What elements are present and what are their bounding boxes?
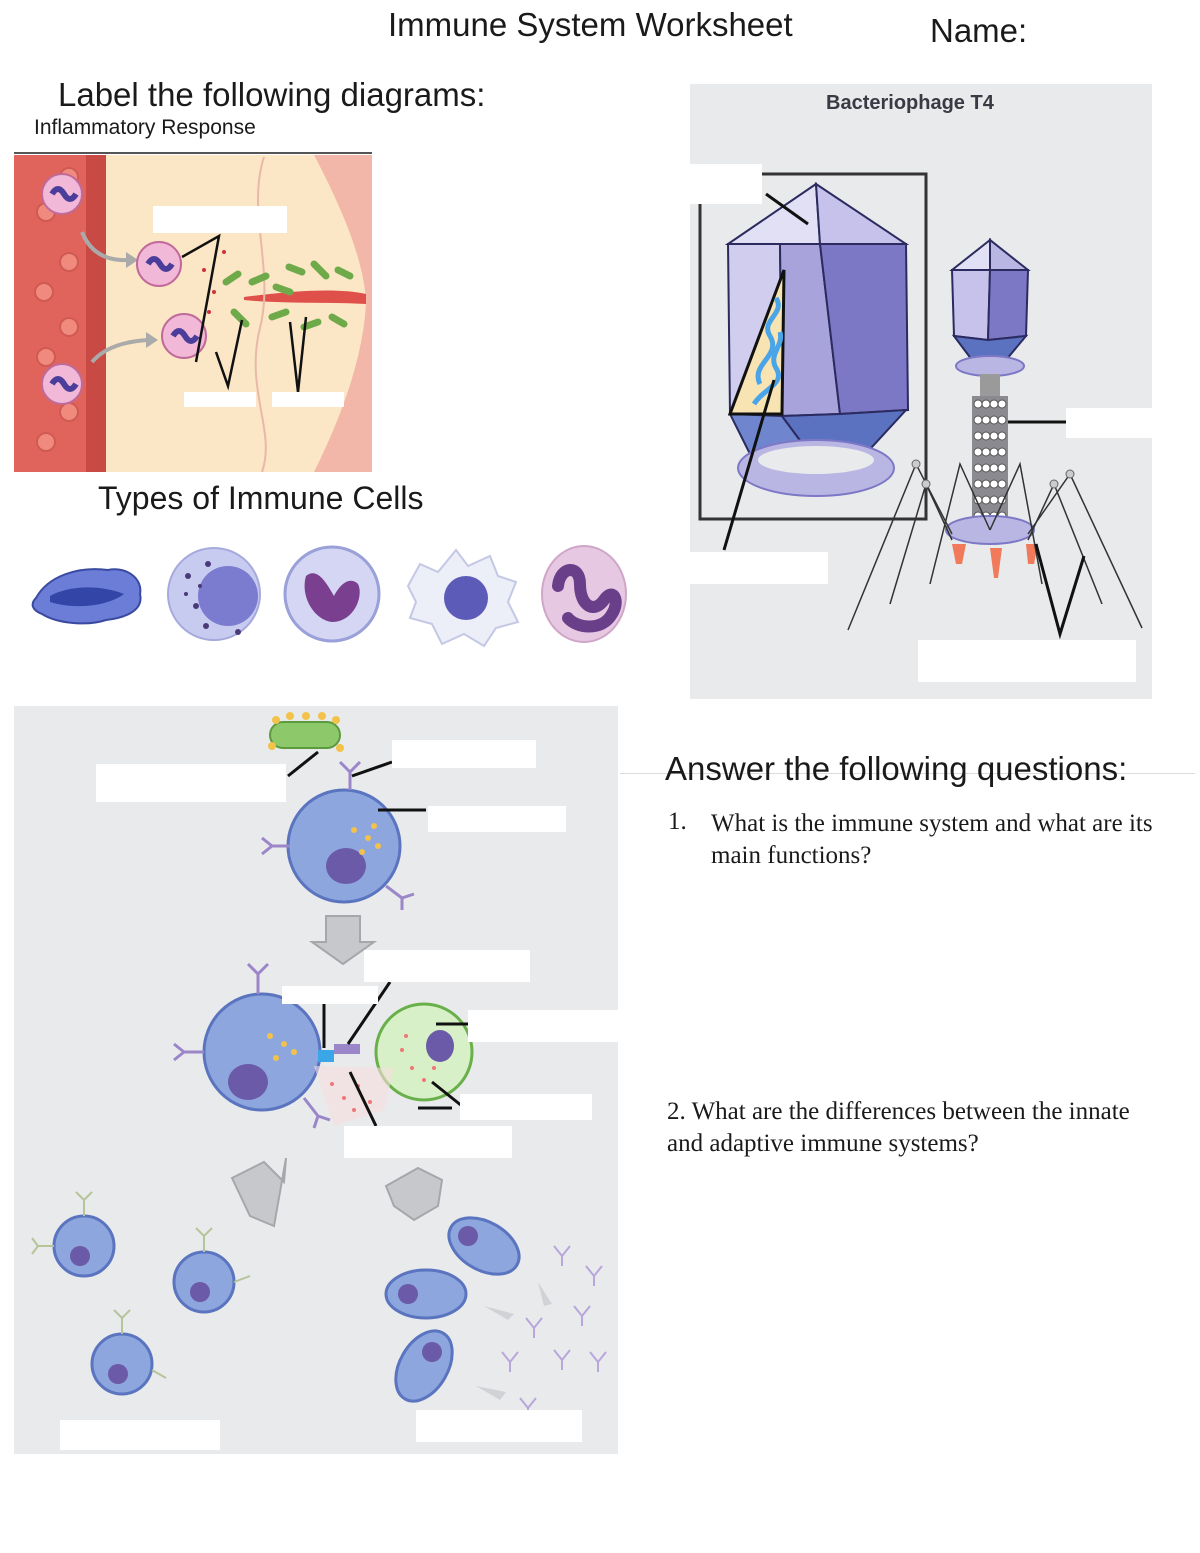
- heading-rule: [620, 773, 1195, 774]
- inflammatory-response-diagram: [14, 152, 372, 472]
- inflammatory-response-label: Inflammatory Response: [34, 116, 256, 139]
- questions-heading: Answer the following questions:: [665, 750, 1128, 787]
- immune-cell-types-row: [31, 545, 627, 648]
- immune-cell-types-heading: Types of Immune Cells: [98, 480, 424, 516]
- bacteriophage-diagram: Bacteriophage T4: [690, 84, 1152, 699]
- question-1-text: What is the immune system and what are i…: [711, 810, 1153, 869]
- label-diagrams-heading: Label the following diagrams:: [58, 76, 486, 113]
- adaptive-immune-diagram: [14, 706, 618, 1454]
- question-2-body: What are the differences between the inn…: [667, 1098, 1130, 1157]
- bacteriophage-title: Bacteriophage T4: [826, 92, 995, 114]
- worksheet-title: Immune System Worksheet: [388, 6, 793, 43]
- monocyte-image: [283, 545, 381, 643]
- neutrophil-image: [541, 545, 627, 643]
- name-label: Name:: [930, 12, 1028, 49]
- question-1-number: 1.: [668, 808, 687, 835]
- macrophage-image: [406, 548, 520, 648]
- question-2-text: 2. What are the differences between the …: [667, 1096, 1167, 1160]
- question-2-number: 2.: [667, 1098, 686, 1125]
- dendritic-cell-image: [31, 568, 142, 625]
- basophil-image: [167, 547, 261, 641]
